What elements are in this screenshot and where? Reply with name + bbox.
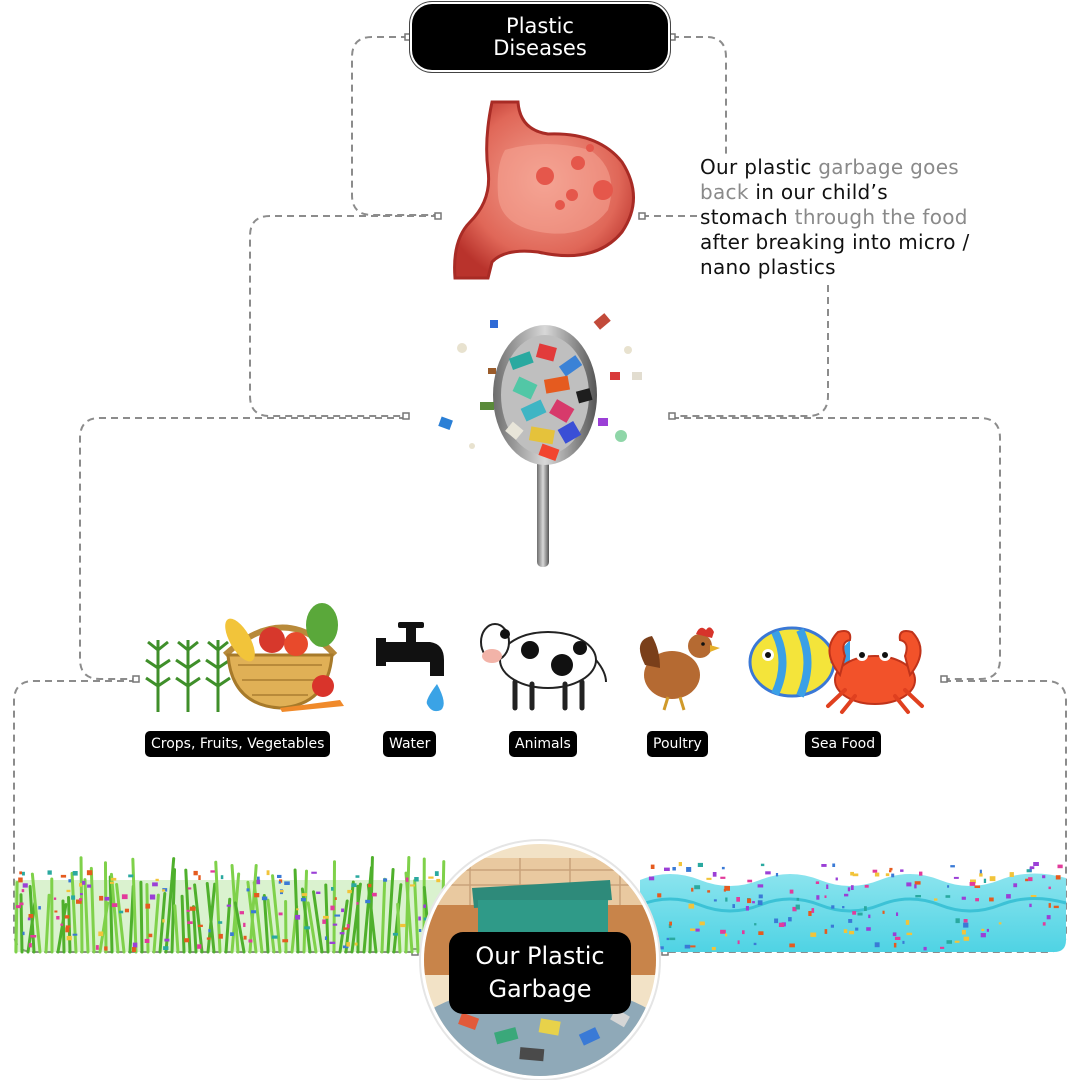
connector-stomach-spoon-right xyxy=(642,215,829,417)
title-line-1: Plastic xyxy=(506,14,574,38)
source-label-animals: Animals xyxy=(509,731,577,757)
cow-icon xyxy=(480,623,607,711)
description-segment: through the food xyxy=(794,205,968,229)
water-tap-icon xyxy=(376,622,444,712)
description-text: Our plastic garbage goes back in our chi… xyxy=(700,155,970,280)
description-segment: in our child’s stomach xyxy=(700,180,888,229)
grass-field-icon xyxy=(14,855,446,954)
description-segment: garbage goes back xyxy=(700,155,960,204)
sea-water-icon xyxy=(639,862,1067,952)
connector-title-stomach-right xyxy=(672,36,727,160)
description-segment: Our plastic xyxy=(700,155,819,179)
description-segment: after breaking into micro / nano plastic… xyxy=(700,230,970,279)
connector-title-stomach-left xyxy=(351,36,438,216)
connector-spoon-sources-left xyxy=(79,417,406,680)
stomach-icon xyxy=(453,100,635,280)
garbage-label-line-1: Our Plastic xyxy=(475,942,605,970)
source-label-poultry: Poultry xyxy=(647,731,708,757)
hen-icon xyxy=(639,627,720,711)
connector-stomach-spoon-left xyxy=(249,215,438,417)
crops-basket-icon xyxy=(145,603,344,712)
source-label-seafood: Sea Food xyxy=(805,731,882,757)
title-line-2: Diseases xyxy=(493,36,587,60)
connector-sources-garbage-left xyxy=(13,680,415,953)
fish-icon xyxy=(748,626,850,698)
crab-icon xyxy=(826,630,924,714)
garbage-label-line-2: Garbage xyxy=(488,975,592,1003)
title-badge: Plastic Diseases xyxy=(412,4,668,70)
spoon-microplastics-icon xyxy=(438,313,642,567)
garbage-label: Our Plastic Garbage xyxy=(449,932,631,1014)
connector-spoon-sources-right xyxy=(672,417,1001,680)
source-label-crops: Crops, Fruits, Vegetables xyxy=(145,731,331,757)
source-label-water: Water xyxy=(383,731,437,757)
